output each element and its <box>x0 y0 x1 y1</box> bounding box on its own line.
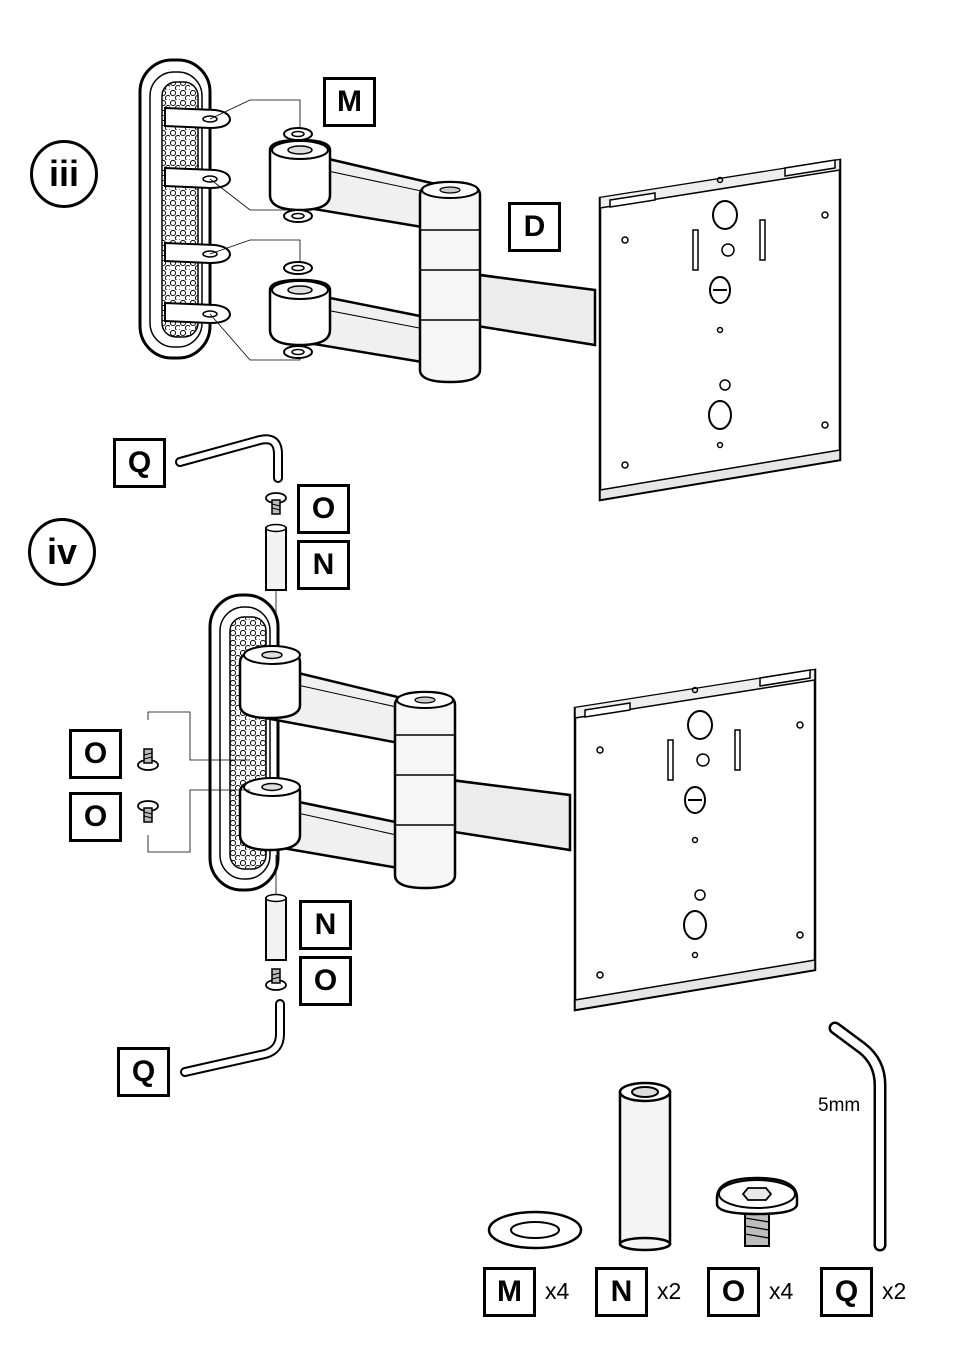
step-iv-illustration <box>138 439 815 1072</box>
legend-n-qty: x2 <box>657 1278 681 1305</box>
screw-side-2-icon <box>138 801 158 822</box>
hex-key-icon <box>835 1028 880 1245</box>
callout-o-bottom: O <box>299 956 352 1006</box>
callout-o-top: O <box>297 484 350 534</box>
screw-top-icon <box>266 493 286 514</box>
callout-n-top: N <box>297 540 350 590</box>
spacer-top-icon <box>266 525 286 591</box>
tv-bracket-plate-iv <box>575 670 815 1010</box>
callout-q-top: Q <box>113 438 166 488</box>
parts-legend <box>489 1028 880 1250</box>
legend-n-box: N <box>595 1267 648 1317</box>
hex-key-size-label: 5mm <box>818 1095 860 1117</box>
screw-side-1-icon <box>138 749 158 770</box>
hex-key-bottom-icon <box>185 1004 280 1072</box>
legend-o-qty: x4 <box>769 1278 793 1305</box>
legend-q-box: Q <box>820 1267 873 1317</box>
legend-m-qty: x4 <box>545 1278 569 1305</box>
step-iii-badge: iii <box>30 140 98 208</box>
hex-key-top-icon <box>180 439 278 478</box>
step-iv-badge: iv <box>28 518 96 586</box>
arm-assembly-iv <box>240 646 570 888</box>
callout-m-iii: M <box>323 77 376 127</box>
callout-o-left-2: O <box>69 792 122 842</box>
legend-m-box: M <box>483 1267 536 1317</box>
hex-socket-screw-icon <box>717 1178 797 1246</box>
callout-o-left-1: O <box>69 729 122 779</box>
arm-assembly-iii <box>270 140 595 382</box>
screw-bottom-icon <box>266 969 286 990</box>
legend-q-qty: x2 <box>882 1278 906 1305</box>
spacer-bottom-icon <box>266 895 286 961</box>
legend-o-box: O <box>707 1267 760 1317</box>
spacer-tube-icon <box>620 1083 670 1250</box>
step-iii-illustration <box>140 60 840 500</box>
washer-icon <box>489 1212 581 1248</box>
tv-bracket-plate-d <box>600 160 840 500</box>
callout-n-bottom: N <box>299 900 352 950</box>
callout-d-iii: D <box>508 202 561 252</box>
callout-q-bottom: Q <box>117 1047 170 1097</box>
